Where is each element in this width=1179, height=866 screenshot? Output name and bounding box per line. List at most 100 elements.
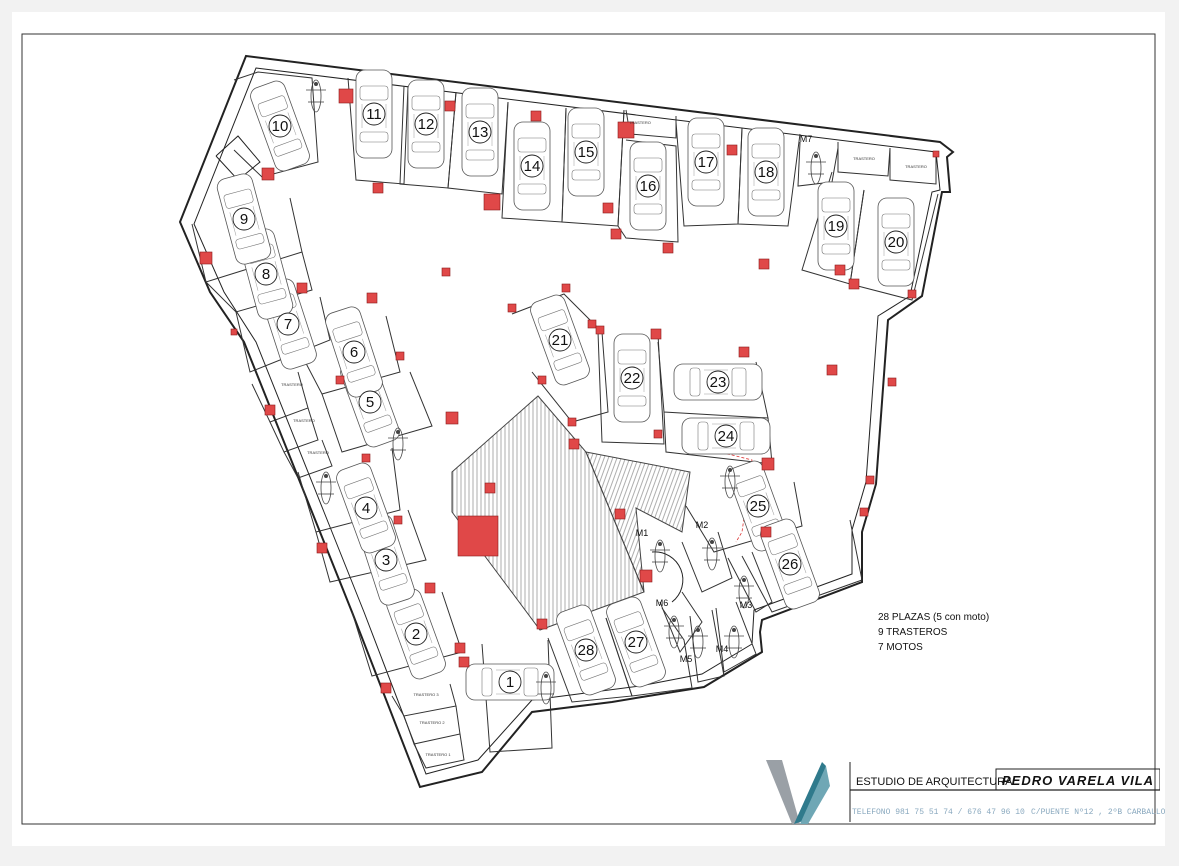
structural-column	[338, 88, 354, 104]
parking-number-label: 4	[362, 500, 370, 517]
structural-column	[445, 411, 459, 425]
structural-column	[380, 682, 392, 694]
parking-number-label: 13	[472, 124, 489, 141]
title-block-lines	[849, 762, 1160, 822]
drawing-sheet: TRASTERO TRASTERO TRASTERO TRASTERO TRASTERO…	[12, 12, 1165, 846]
structural-column	[264, 404, 276, 416]
parking-number: 13	[468, 120, 492, 144]
motorcycle-icon	[316, 471, 336, 505]
motorcycle-icon	[664, 615, 684, 649]
structural-column	[361, 453, 371, 463]
title-block: ESTUDIO DE ARQUITECTURA PEDRO VARELA VIL…	[764, 756, 1165, 834]
structural-column	[602, 202, 614, 214]
parking-number-label: 27	[628, 634, 645, 651]
structural-column	[932, 150, 940, 158]
parking-number-label: 21	[552, 332, 569, 349]
parking-number: 3	[374, 548, 398, 572]
structural-column	[441, 267, 451, 277]
storage-labels: TRASTERO TRASTERO TRASTERO TRASTERO TRASTERO…	[281, 120, 927, 757]
motorcycle-icon	[734, 575, 754, 609]
parking-number: 5	[358, 390, 382, 414]
motorcycle-icon	[724, 625, 744, 659]
stair-core	[215, 135, 684, 603]
parking-number: 28	[574, 638, 598, 662]
moto-label: M3	[740, 600, 753, 610]
parking-number: 23	[706, 370, 730, 394]
structural-column	[826, 364, 838, 376]
structural-column	[617, 121, 635, 139]
parking-number: 7	[276, 312, 300, 336]
parking-number-label: 5	[366, 394, 374, 411]
structural-column	[457, 515, 499, 557]
motorcycle-icon	[720, 465, 740, 499]
summary-trasteros: 9 TRASTEROS	[878, 627, 948, 638]
parking-number: 24	[714, 424, 738, 448]
storage-label: TRASTERO	[905, 164, 927, 169]
parking-number: 8	[254, 262, 278, 286]
parking-number-label: 3	[382, 552, 390, 569]
moto-label: M1	[636, 528, 649, 538]
parking-number: 27	[624, 630, 648, 654]
structural-column	[587, 319, 597, 329]
structural-column	[296, 282, 308, 294]
structural-column	[848, 278, 860, 290]
parking-number-label: 10	[272, 118, 289, 135]
structural-column	[530, 110, 542, 122]
structural-columns	[199, 88, 940, 694]
architect-name: PEDRO VARELA VILA	[1002, 773, 1155, 788]
structural-column	[261, 167, 275, 181]
parking-number: 15	[574, 140, 598, 164]
parking-floor-plan: TRASTERO TRASTERO TRASTERO TRASTERO TRASTERO…	[21, 33, 1156, 825]
parking-number-label: 7	[284, 316, 292, 333]
structural-column	[738, 346, 750, 358]
structural-column	[859, 507, 869, 517]
parking-number: 25	[746, 494, 770, 518]
parking-number: 14	[520, 154, 544, 178]
structural-column	[726, 144, 738, 156]
storage-label: TRASTERO	[307, 450, 329, 455]
parking-number: 6	[342, 340, 366, 364]
structural-column	[395, 351, 405, 361]
motorcycle-icon	[702, 537, 722, 571]
parking-number-label: 6	[350, 344, 358, 361]
summary-legend: 28 PLAZAS (5 con moto) 9 TRASTEROS 7 MOT…	[878, 610, 989, 655]
storage-label: TRASTERO	[629, 120, 651, 125]
storage-rooms	[251, 109, 937, 769]
parking-number-label: 20	[888, 234, 905, 251]
structural-column	[199, 251, 213, 265]
structural-column	[507, 303, 517, 313]
parking-number-label: 18	[758, 164, 775, 181]
moto-label: M2	[696, 520, 709, 530]
parking-number: 18	[754, 160, 778, 184]
motorcycle-icon	[650, 539, 670, 573]
structural-column	[595, 325, 605, 335]
storage-label: TRASTERO	[853, 156, 875, 161]
parking-number: 9	[232, 207, 256, 231]
parking-number: 19	[824, 214, 848, 238]
moto-label: M7	[800, 134, 813, 144]
motorcycle-icon	[536, 671, 556, 705]
structural-column	[568, 438, 580, 450]
motorcycle-icon	[388, 427, 408, 461]
parking-number: 20	[884, 230, 908, 254]
storage-label: TRASTERO 1	[425, 752, 451, 757]
structural-column	[650, 328, 662, 340]
structural-column	[561, 283, 571, 293]
parking-number-label: 14	[524, 158, 541, 175]
structural-column	[484, 482, 496, 494]
studio-logo-icon	[766, 760, 830, 824]
parking-number-label: 2	[412, 626, 420, 643]
structural-column	[230, 328, 238, 336]
parking-number: 22	[620, 366, 644, 390]
structural-column	[393, 515, 403, 525]
parking-number-label: 9	[240, 211, 248, 228]
parking-number-label: 16	[640, 178, 657, 195]
parking-number: 4	[354, 496, 378, 520]
phone-number: TELEFONO 981 75 51 74 / 676 47 96 10	[852, 808, 1025, 817]
structural-column	[483, 193, 501, 211]
structural-column	[610, 228, 622, 240]
storage-label: TRASTERO	[281, 382, 303, 387]
parking-number-label: 24	[718, 428, 735, 445]
